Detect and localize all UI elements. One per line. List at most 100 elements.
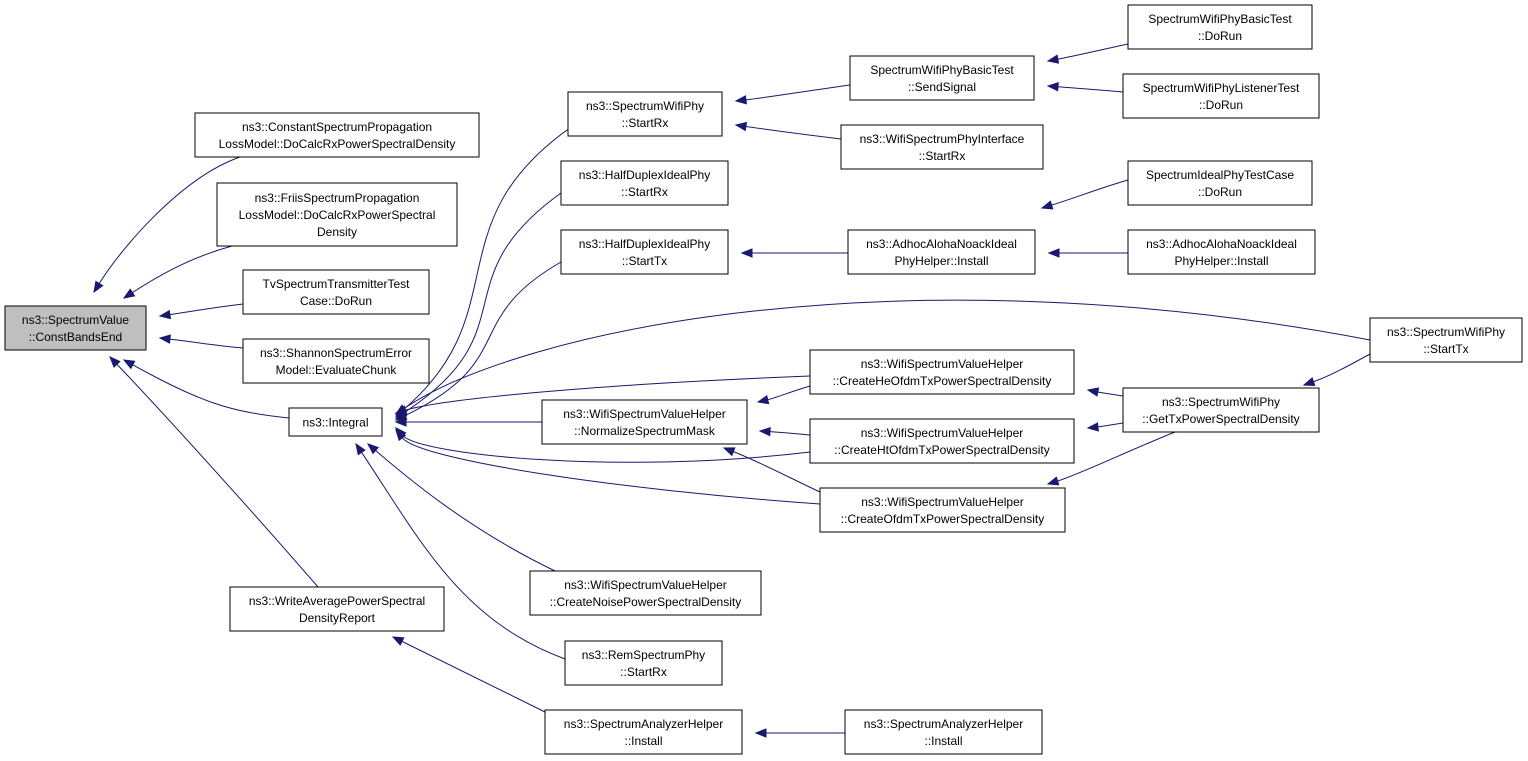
- node-box: [541, 399, 748, 445]
- arrowhead-icon: [1046, 82, 1059, 92]
- node-box: [544, 709, 743, 755]
- edge-shannon-to-root: [158, 334, 244, 349]
- edge-ofdm-to-normmask: [722, 447, 821, 493]
- edge-line: [403, 120, 581, 410]
- edge-line: [403, 299, 1371, 409]
- node-label-line: ns3::SpectrumAnalyzerHelper: [564, 717, 723, 731]
- node-he[interactable]: ns3::WifiSpectrumValueHelper::CreateHeOf…: [809, 349, 1075, 395]
- node-box: [229, 586, 445, 632]
- node-label-line: ::DoRun: [1198, 185, 1242, 199]
- node-label-line: ns3::Integral: [302, 416, 368, 430]
- arrowhead-icon: [1047, 248, 1060, 258]
- node-root[interactable]: ns3::SpectrumValue::ConstBandsEnd: [4, 305, 147, 351]
- edge-line: [1097, 422, 1124, 428]
- node-box: [809, 349, 1075, 395]
- edge-line: [745, 84, 851, 101]
- node-noise[interactable]: ns3::WifiSpectrumValueHelper::CreateNois…: [529, 570, 762, 616]
- edge-basic_send-to-swp_startrx: [734, 84, 851, 105]
- edge-tvtx-to-root: [158, 303, 244, 320]
- node-box: [1127, 160, 1313, 206]
- node-shannon[interactable]: ns3::ShannonSpectrumErrorModel::Evaluate…: [242, 338, 430, 384]
- edge-gettx-to-ofdm: [1046, 431, 1176, 486]
- node-box: [847, 229, 1036, 275]
- node-label-line: ::GetTxPowerSpectralDensity: [1142, 412, 1299, 426]
- node-label-line: Density: [317, 225, 357, 239]
- node-label-line: ::DoRun: [1199, 98, 1243, 112]
- node-sah2[interactable]: ns3::SpectrumAnalyzerHelper::Install: [844, 709, 1043, 755]
- node-label-line: SpectrumWifiPhyListenerTest: [1143, 81, 1300, 95]
- node-swp_startrx[interactable]: ns3::SpectrumWifiPhy::StartRx: [567, 91, 723, 137]
- node-ofdm[interactable]: ns3::WifiSpectrumValueHelper::CreateOfdm…: [819, 487, 1066, 533]
- node-label-line: TvSpectrumTransmitterTest: [263, 277, 411, 291]
- node-box: [1127, 229, 1316, 275]
- node-sah1[interactable]: ns3::SpectrumAnalyzerHelper::Install: [544, 709, 743, 755]
- node-box: [4, 305, 147, 351]
- edge-sah1-to-writeavg: [391, 636, 546, 713]
- node-label-line: ns3::SpectrumAnalyzerHelper: [864, 717, 1023, 731]
- arrowhead-icon: [1046, 476, 1060, 486]
- node-normmask[interactable]: ns3::WifiSpectrumValueHelper::NormalizeS…: [541, 399, 748, 445]
- arrowhead-icon: [395, 428, 407, 442]
- node-swp_starttx[interactable]: ns3::SpectrumWifiPhy::StartTx: [1369, 317, 1523, 363]
- node-hd_startrx[interactable]: ns3::HalfDuplexIdealPhy::StartRx: [560, 160, 729, 206]
- node-box: [840, 124, 1044, 170]
- edge-listener_run-to-basic_send: [1046, 82, 1124, 93]
- arrowhead-icon: [355, 442, 366, 456]
- edge-line: [132, 245, 233, 293]
- arrowhead-icon: [734, 121, 748, 132]
- node-box: [567, 91, 723, 137]
- node-label-line: ::CreateOfdmTxPowerSpectralDensity: [841, 512, 1044, 526]
- arrowhead-icon: [756, 394, 770, 405]
- node-integral[interactable]: ns3::Integral: [288, 407, 383, 437]
- node-listener_run[interactable]: SpectrumWifiPhyListenerTest::DoRun: [1122, 73, 1320, 119]
- edge-adhoc2-to-adhoc1: [1047, 248, 1128, 258]
- edge-noise-to-integral: [366, 443, 556, 572]
- node-box: [216, 182, 458, 247]
- node-gettx[interactable]: ns3::SpectrumWifiPhy::GetTxPowerSpectral…: [1122, 387, 1320, 433]
- arrowhead-icon: [122, 288, 136, 299]
- edge-line: [404, 261, 562, 417]
- edge-wspi-to-swp_startrx: [734, 121, 842, 140]
- node-hd_starttx[interactable]: ns3::HalfDuplexIdealPhy::StartTx: [560, 229, 729, 275]
- node-label-line: ::CreateHeOfdmTxPowerSpectralDensity: [833, 374, 1052, 388]
- node-box: [844, 709, 1043, 755]
- node-ht[interactable]: ns3::WifiSpectrumValueHelper::CreateHtOf…: [809, 418, 1075, 464]
- edge-line: [1313, 353, 1371, 383]
- node-box: [849, 55, 1035, 101]
- node-label-line: ns3::WifiSpectrumValueHelper: [861, 426, 1024, 440]
- edge-writeavg-to-root: [109, 356, 319, 588]
- node-label-line: ns3::SpectrumWifiPhy: [1387, 325, 1505, 339]
- edge-line: [745, 125, 842, 140]
- node-const_prop[interactable]: ns3::ConstantSpectrumPropagationLossMode…: [194, 112, 480, 158]
- nodes-layer: ns3::SpectrumValue::ConstBandsEnd ns3::Co…: [4, 4, 1523, 755]
- node-label-line: ::DoRun: [1198, 29, 1242, 43]
- node-label-line: ns3::SpectrumWifiPhy: [586, 99, 704, 113]
- node-basic_run[interactable]: SpectrumWifiPhyBasicTest::DoRun: [1127, 4, 1313, 50]
- node-label-line: ns3::SpectrumValue: [22, 313, 129, 327]
- node-ideal_run[interactable]: SpectrumIdealPhyTestCase::DoRun: [1127, 160, 1313, 206]
- node-rem[interactable]: ns3::RemSpectrumPhy::StartRx: [564, 640, 723, 686]
- edge-line: [401, 640, 546, 713]
- node-writeavg[interactable]: ns3::WriteAveragePowerSpectralDensityRep…: [229, 586, 445, 632]
- edge-ideal_run-to-adhoc1: [1040, 179, 1129, 210]
- node-adhoc2[interactable]: ns3::AdhocAlohaNoackIdealPhyHelper::Inst…: [1127, 229, 1316, 275]
- node-label-line: Case::DoRun: [300, 294, 372, 308]
- arrowhead-icon: [394, 417, 407, 427]
- node-label-line: ns3::ShannonSpectrumError: [260, 346, 412, 360]
- arrowhead-icon: [1086, 387, 1100, 397]
- node-label-line: ns3::WriteAveragePowerSpectral: [249, 594, 425, 608]
- node-basic_send[interactable]: SpectrumWifiPhyBasicTest::SendSignal: [849, 55, 1035, 101]
- edge-rem-to-integral: [355, 442, 566, 660]
- edge-swp_starttx-to-gettx: [1302, 353, 1371, 387]
- node-wspi[interactable]: ns3::WifiSpectrumPhyInterface::StartRx: [840, 124, 1044, 170]
- node-label-line: ns3::WifiSpectrumValueHelper: [563, 407, 726, 421]
- edge-basic_run-to-basic_send: [1046, 43, 1129, 64]
- node-label-line: SpectrumIdealPhyTestCase: [1146, 168, 1294, 182]
- node-label-line: ns3::WifiSpectrumValueHelper: [861, 495, 1024, 509]
- node-label-line: ns3::RemSpectrumPhy: [582, 648, 705, 662]
- edges-layer: [93, 43, 1371, 738]
- node-box: [560, 160, 729, 206]
- node-friis[interactable]: ns3::FriisSpectrumPropagationLossModel::…: [216, 182, 458, 247]
- node-adhoc1[interactable]: ns3::AdhocAlohaNoackIdealPhyHelper::Inst…: [847, 229, 1036, 275]
